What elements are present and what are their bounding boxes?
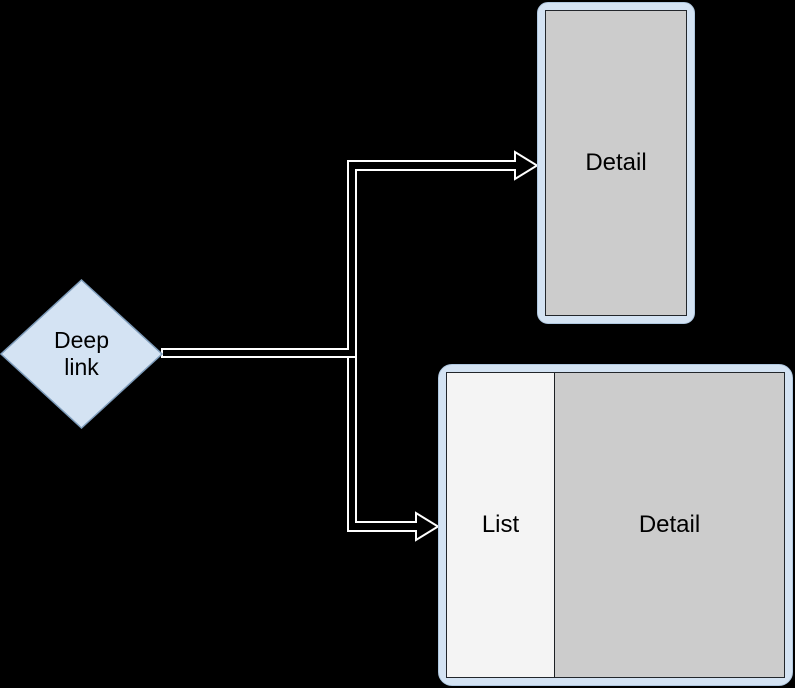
list-detail-device-list-pane: List [447,373,555,677]
diamond-shape [0,279,163,429]
edge-deeplink-to-list-detail-path [347,356,440,542]
node-list-detail-device[interactable]: List Detail [438,364,793,686]
node-deep-link-label: Deep link [54,327,109,380]
detail-device-screen: Detail [545,10,687,316]
detail-device-detail-pane: Detail [546,11,686,315]
edge-deeplink-to-detail [161,150,539,358]
list-detail-device-detail-pane: Detail [555,373,784,677]
node-detail-device[interactable]: Detail [537,2,695,324]
edge-deeplink-to-detail-path [161,150,539,358]
list-detail-device-screen: List Detail [446,372,785,678]
node-deep-link[interactable]: Deep link [0,279,163,429]
edge-deeplink-to-list-detail [347,356,440,542]
